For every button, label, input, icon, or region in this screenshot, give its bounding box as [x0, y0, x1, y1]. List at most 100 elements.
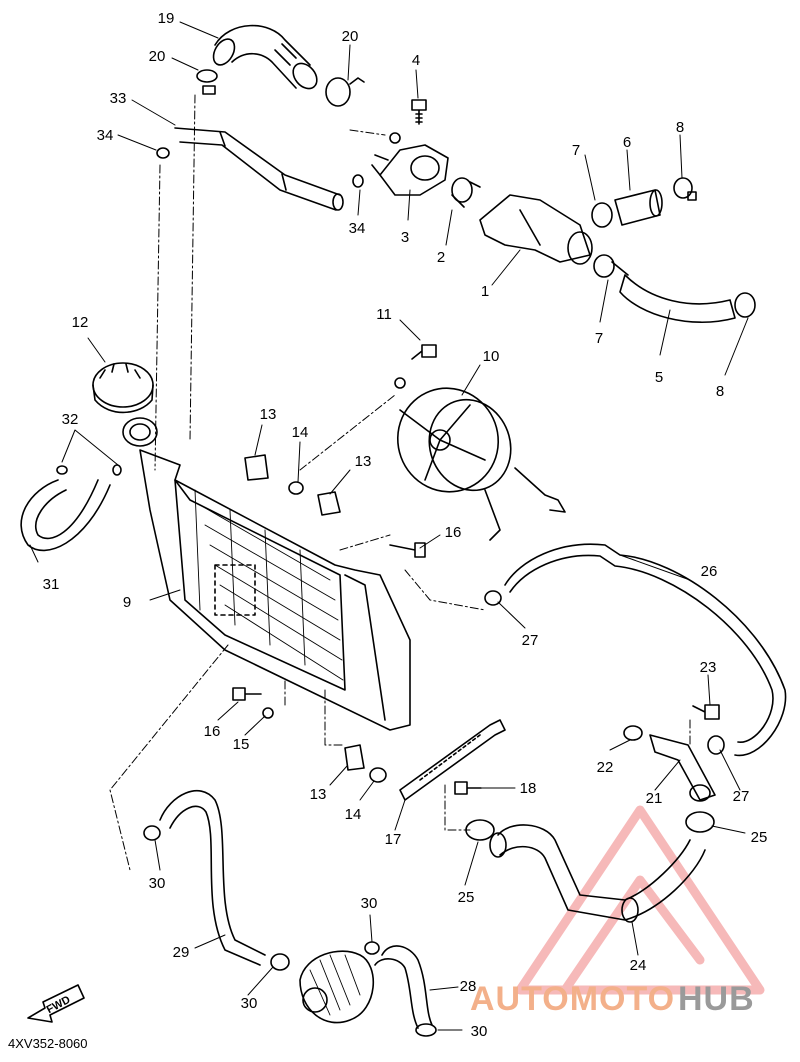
clip-32b — [112, 464, 122, 476]
callout-24: 24 — [629, 957, 647, 974]
callout-27a: 27 — [521, 632, 539, 649]
water-pump — [299, 950, 374, 1024]
callout-29: 29 — [172, 944, 190, 961]
clamp-34b — [352, 174, 364, 188]
callout-7a: 7 — [571, 142, 581, 159]
callout-16a: 16 — [444, 524, 462, 541]
clamp-27a — [484, 590, 502, 606]
washer-15 — [262, 707, 274, 719]
callout-20b: 20 — [341, 28, 359, 45]
hose-19-end — [292, 62, 318, 90]
leader-lines — [29, 21, 749, 1031]
callout-34a: 34 — [96, 127, 114, 144]
watermark-text-secondary: HUB — [678, 980, 755, 1018]
callout-15: 15 — [232, 736, 250, 753]
callout-12: 12 — [71, 314, 89, 331]
collar-14a — [288, 481, 304, 495]
damper-13b — [317, 491, 341, 516]
fan-10 — [394, 377, 566, 541]
callout-21: 21 — [645, 790, 663, 807]
clamp-20a — [196, 69, 218, 83]
bolt-11 — [411, 344, 437, 360]
callout-10: 10 — [482, 348, 500, 365]
diagram-part-code: 4XV352-8060 — [8, 1036, 88, 1051]
clamp-34a — [156, 147, 170, 159]
clamp-8a — [673, 177, 693, 199]
hose-31 — [20, 479, 111, 552]
bolt-23 — [692, 704, 720, 720]
callout-7b: 7 — [594, 330, 604, 347]
clamp-25a — [685, 811, 715, 833]
thermostat-housing-1 — [479, 194, 593, 265]
callout-2: 2 — [436, 249, 446, 266]
callout-8b: 8 — [715, 383, 725, 400]
thermostat-cover-3 — [371, 132, 449, 196]
callout-5: 5 — [654, 369, 664, 386]
assembly-lines — [109, 94, 691, 871]
hose-29 — [159, 789, 266, 966]
clamp-7b — [593, 254, 615, 278]
clip-32a — [56, 465, 68, 475]
damper-13a — [244, 454, 269, 481]
callout-19: 19 — [157, 10, 175, 27]
fwd-arrow-icon — [27, 984, 85, 1023]
bolt-4 — [411, 99, 427, 125]
clamp-30c — [364, 941, 380, 955]
callout-33: 33 — [109, 90, 127, 107]
callout-14b: 14 — [344, 806, 362, 823]
callout-18: 18 — [519, 780, 537, 797]
hose-6 — [614, 189, 661, 226]
callout-6: 6 — [622, 134, 632, 151]
callout-13c: 13 — [309, 786, 327, 803]
watermark-text-primary: AUTOMOTO — [470, 980, 676, 1018]
clamp-30b — [270, 953, 290, 971]
bolt-16b — [232, 687, 262, 701]
clamp-27b — [707, 735, 725, 755]
callout-32: 32 — [61, 411, 79, 428]
callout-25a: 25 — [750, 829, 768, 846]
radiator-9 — [139, 449, 411, 731]
hose-5 — [619, 274, 736, 324]
callout-30a: 30 — [148, 875, 166, 892]
callout-23: 23 — [699, 659, 717, 676]
thermostat-2 — [451, 177, 481, 208]
watermark-logo-icon — [515, 805, 765, 995]
callout-30c: 30 — [360, 895, 378, 912]
clamp-30d — [415, 1023, 437, 1037]
callout-13b: 13 — [354, 453, 372, 470]
callout-30b: 30 — [240, 995, 258, 1012]
callout-26: 26 — [700, 563, 718, 580]
callout-17: 17 — [384, 831, 402, 848]
callout-8a: 8 — [675, 119, 685, 136]
callout-11: 11 — [376, 306, 392, 323]
callout-30d: 30 — [470, 1023, 488, 1040]
callout-20a: 20 — [148, 48, 166, 65]
damper-13c — [344, 744, 365, 771]
clamp-30a — [143, 825, 161, 841]
pipe-21 — [649, 734, 716, 802]
callout-34b: 34 — [348, 220, 366, 237]
hose-33 — [174, 127, 341, 211]
callout-27b: 27 — [732, 788, 750, 805]
hose-26 — [504, 543, 787, 757]
callout-1: 1 — [480, 283, 490, 300]
callout-3: 3 — [400, 229, 410, 246]
radiator-cap-12 — [92, 362, 154, 414]
bolt-18 — [454, 781, 482, 795]
callout-14a: 14 — [291, 424, 309, 441]
callout-25b: 25 — [457, 889, 475, 906]
o-ring-22 — [623, 725, 643, 741]
callout-13a: 13 — [259, 406, 277, 423]
clamp-8b — [734, 292, 756, 318]
callout-22: 22 — [596, 759, 614, 776]
callout-9: 9 — [122, 594, 132, 611]
clamp-7a — [591, 202, 613, 228]
callout-31: 31 — [42, 576, 60, 593]
callout-28: 28 — [459, 978, 477, 995]
hose-28 — [374, 945, 433, 1029]
callout-4: 4 — [411, 52, 421, 69]
clamp-20b — [325, 77, 351, 107]
bolt-16a — [389, 542, 426, 558]
collar-14b — [369, 767, 387, 783]
